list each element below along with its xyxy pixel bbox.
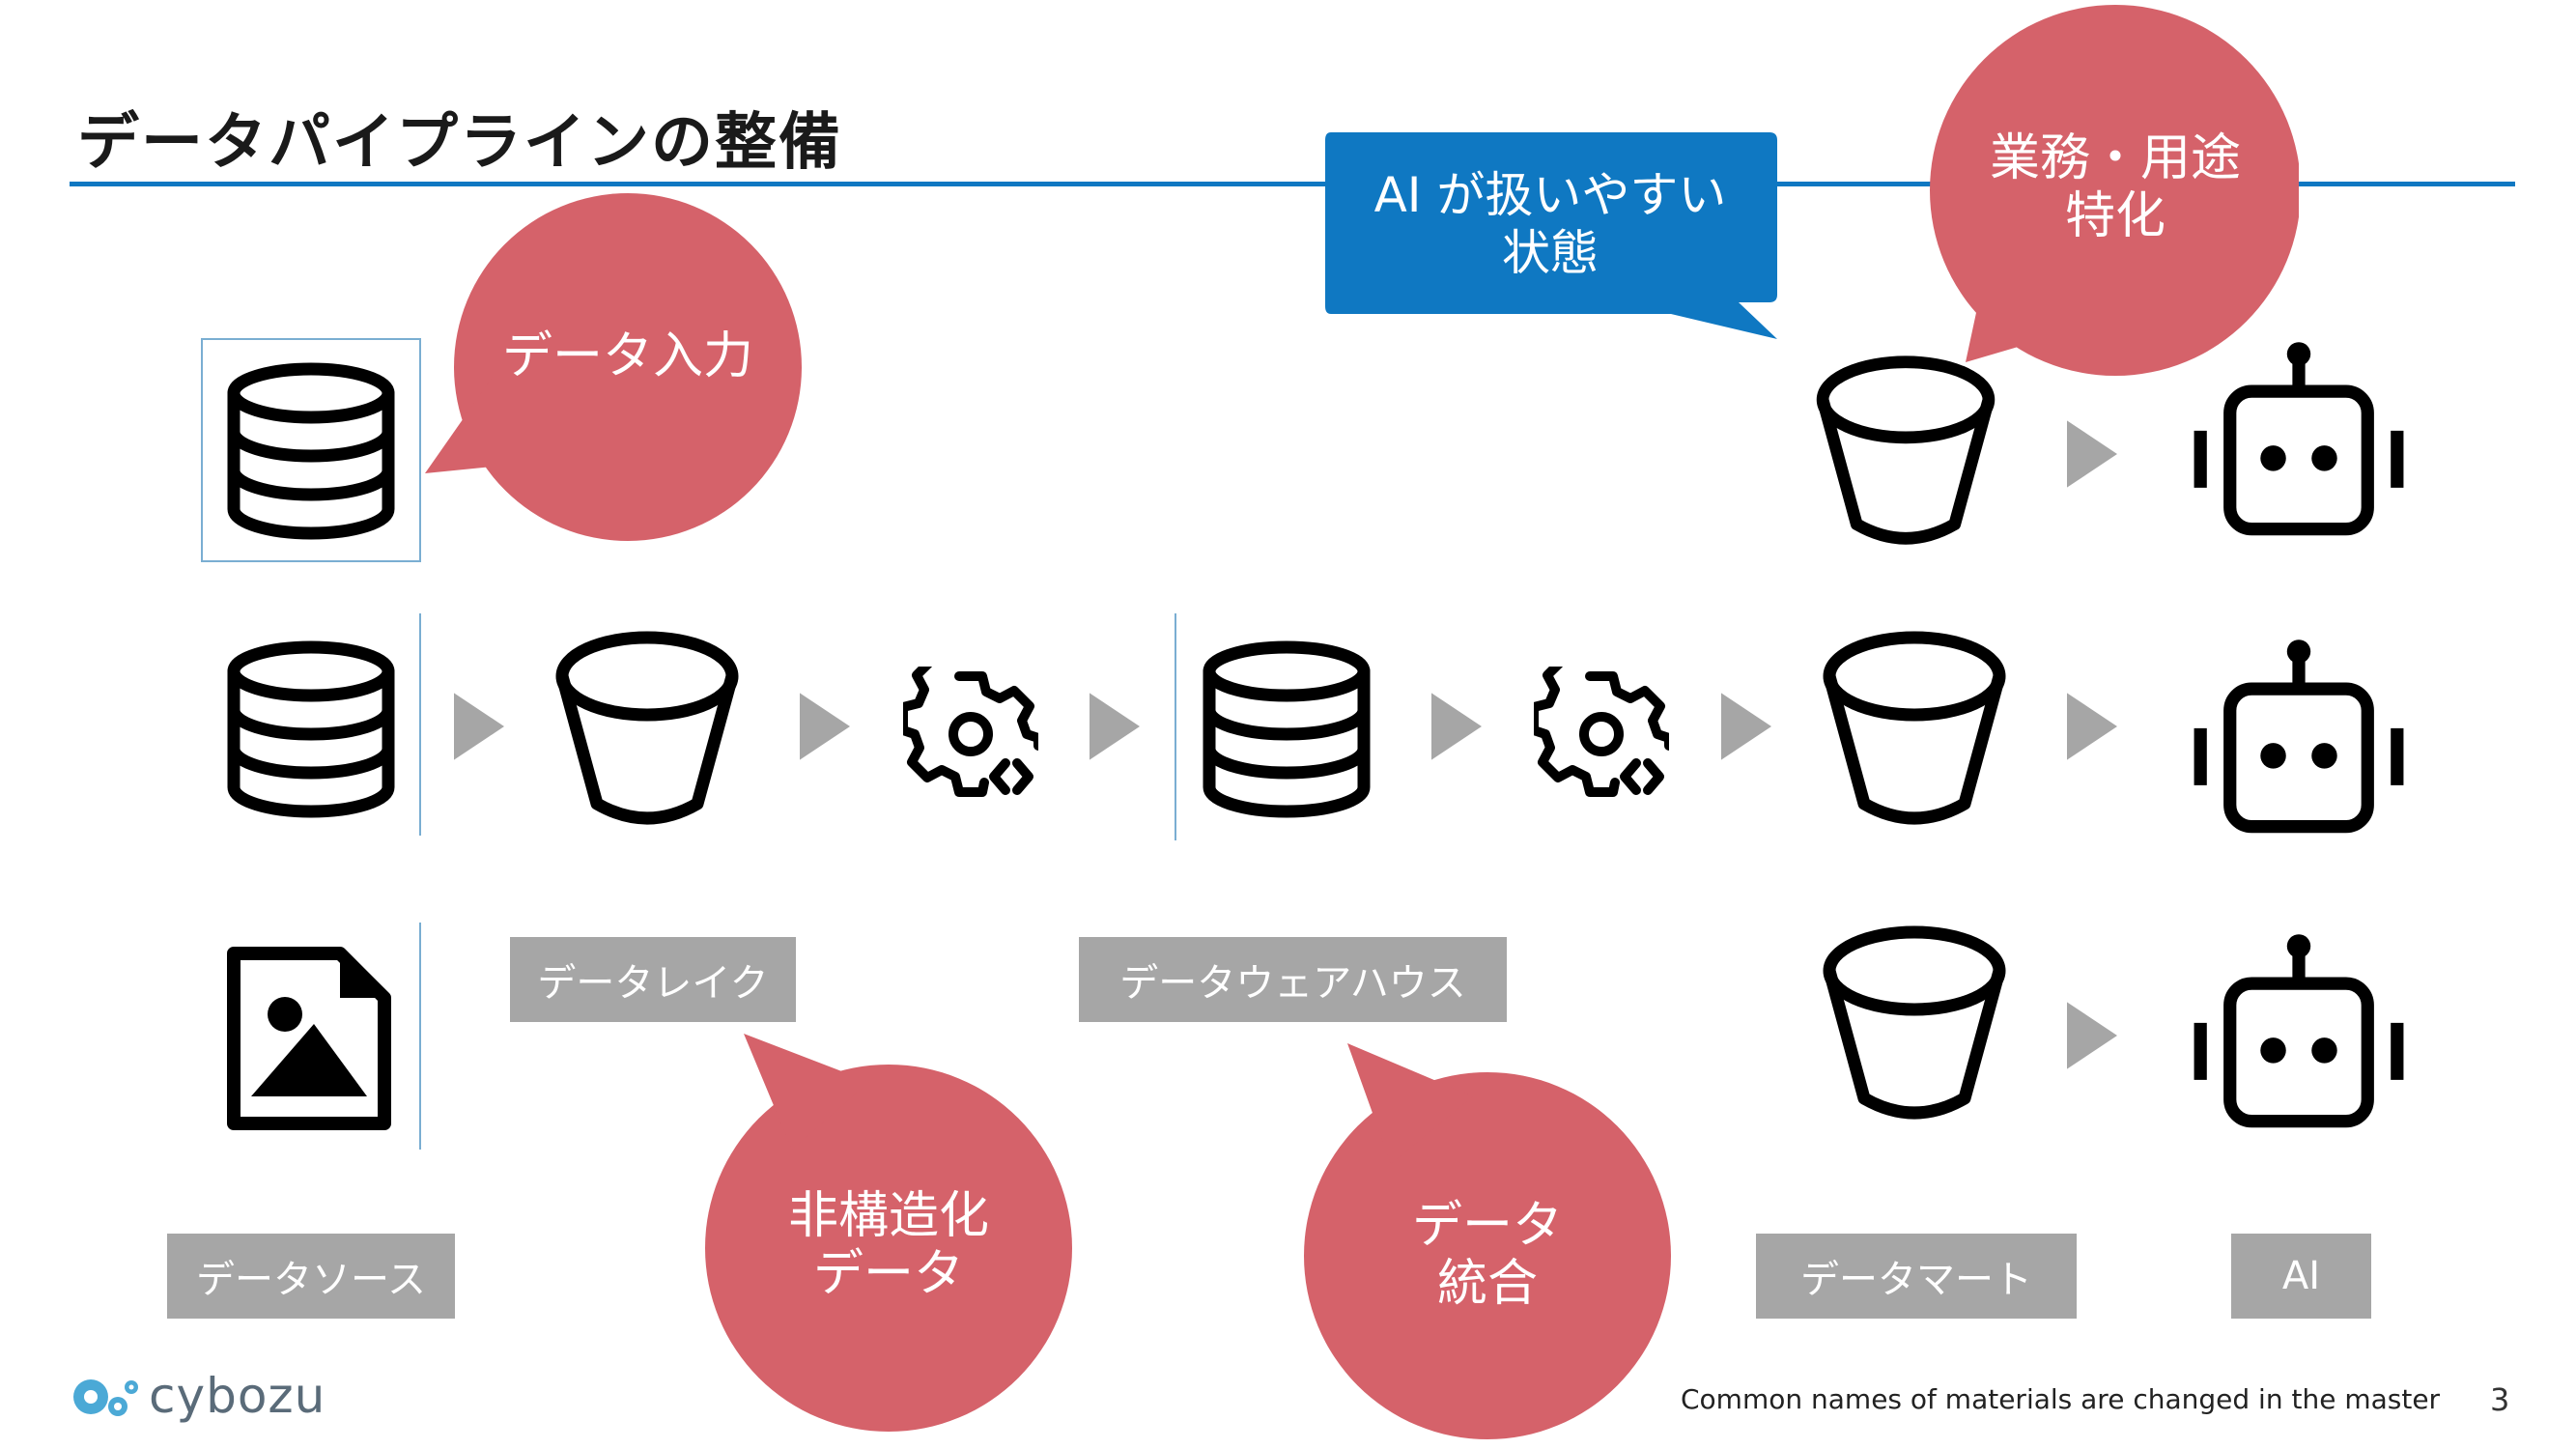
callout-line-2: 状態 <box>1502 225 1599 281</box>
data-lake-label: データレイク <box>510 937 796 1022</box>
arrow-right-icon <box>2067 688 2117 765</box>
data-source-label: データソース <box>167 1234 455 1319</box>
arrow-right-icon <box>2067 415 2117 493</box>
data-mart-label: データマート <box>1756 1234 2077 1319</box>
cybozu-logo-text: cybozu <box>149 1368 326 1424</box>
arrow-right-icon <box>1721 688 1771 765</box>
robot-icon <box>2191 340 2407 537</box>
business-bubble: 業務・用途 特化 <box>1941 58 2289 319</box>
integration-bubble-line-1: データ <box>1411 1197 1563 1256</box>
robot-icon <box>2191 638 2407 835</box>
database-icon <box>224 359 398 543</box>
arrow-right-icon <box>1431 688 1482 765</box>
page-number: 3 <box>2490 1381 2510 1418</box>
data-warehouse-label: データウェアハウス <box>1079 937 1507 1022</box>
business-bubble-line-1: 業務・用途 <box>1989 129 2241 188</box>
gear-code-icon <box>903 667 1038 802</box>
bucket-icon <box>1811 353 2000 551</box>
robot-icon <box>2191 932 2407 1129</box>
data-input-bubble-shape <box>425 193 802 541</box>
callout-line-1: AI が扱いやすい <box>1373 167 1727 223</box>
database-icon <box>224 638 398 821</box>
unstructured-bubble-line-1: 非構造化 <box>787 1187 989 1246</box>
business-bubble-line-2: 特化 <box>2064 187 2166 245</box>
arrow-right-icon <box>454 688 504 765</box>
title-underline <box>70 182 2515 186</box>
source-frame-top <box>201 338 421 562</box>
gear-code-icon <box>1534 667 1669 802</box>
arrow-right-icon <box>2067 997 2117 1074</box>
slide-title: データパイプラインの整備 <box>77 107 842 179</box>
database-icon <box>1200 638 1373 821</box>
integration-bubble-line-2: 統合 <box>1436 1255 1538 1313</box>
bucket-icon <box>1818 923 2011 1125</box>
image-file-icon <box>222 942 396 1135</box>
data-input-bubble: データ入力 <box>454 270 802 464</box>
cybozu-logo-icon <box>73 1379 138 1416</box>
data-input-bubble-text: データ入力 <box>501 327 753 385</box>
ai-ready-callout: AI が扱いやすい 状態 <box>1325 132 1775 316</box>
bucket-icon <box>551 628 744 831</box>
footer-note: Common names of materials are changed in… <box>1681 1383 2441 1415</box>
unstructured-bubble-shape <box>705 1034 1072 1432</box>
ai-label: AI <box>2231 1234 2371 1319</box>
divider-source-mid <box>419 613 421 836</box>
integration-bubble: データ 統合 <box>1314 1140 1661 1372</box>
business-bubble-shape <box>1930 5 2299 376</box>
unstructured-bubble: 非構造化 データ <box>715 1130 1062 1362</box>
ai-ready-callout-shape <box>1325 132 1777 339</box>
arrow-right-icon <box>1090 688 1140 765</box>
arrow-right-icon <box>800 688 850 765</box>
integration-bubble-shape <box>1304 1043 1671 1439</box>
unstructured-bubble-line-2: データ <box>812 1245 964 1303</box>
divider-warehouse <box>1175 613 1176 840</box>
divider-source-bottom <box>419 923 421 1150</box>
bucket-icon <box>1818 628 2011 831</box>
